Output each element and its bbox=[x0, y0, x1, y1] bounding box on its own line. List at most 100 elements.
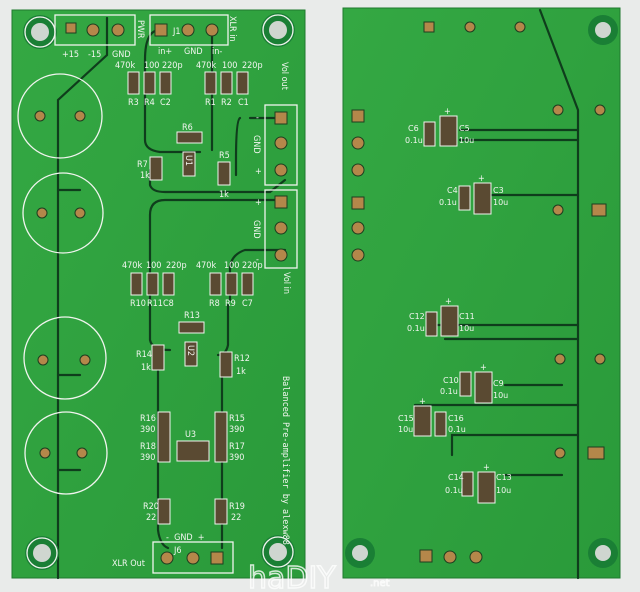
mounting-hole bbox=[261, 535, 295, 569]
ref-label: C8 bbox=[163, 299, 174, 309]
value-label: 390 bbox=[140, 425, 155, 435]
smd-pads bbox=[127, 71, 254, 525]
smd-cap-pads bbox=[413, 115, 496, 504]
electrolytic-cap-footprint bbox=[24, 411, 108, 495]
power-label: PWR bbox=[135, 20, 145, 39]
connector-ref: J6 bbox=[173, 546, 182, 556]
svg-text:haDIY: haDIY bbox=[248, 561, 336, 592]
polarity-mark: + bbox=[444, 107, 451, 117]
value-label: 470k bbox=[122, 261, 142, 271]
value-label: 10u bbox=[493, 198, 508, 207]
value-label: 390 bbox=[229, 425, 244, 435]
ref-label: R14 bbox=[136, 350, 152, 360]
pin-label: GND bbox=[251, 220, 261, 239]
pin-label: - bbox=[256, 113, 259, 123]
vol-out-connector-outline bbox=[264, 104, 298, 186]
mounting-hole bbox=[345, 538, 375, 568]
ref-label: R8 bbox=[209, 299, 220, 309]
ref-label: R9 bbox=[225, 299, 236, 309]
pin-label: - bbox=[256, 255, 259, 265]
polarity-mark: + bbox=[419, 397, 426, 407]
ref-label: R17 bbox=[229, 442, 245, 452]
ref-label: R19 bbox=[229, 502, 245, 512]
value-label: 0.1u bbox=[405, 136, 423, 145]
ref-label: R1 bbox=[205, 98, 216, 108]
ref-label: C11 bbox=[459, 312, 475, 321]
ref-label: C13 bbox=[496, 473, 512, 482]
electrolytic-cap-footprint bbox=[23, 316, 107, 400]
ref-label: R16 bbox=[140, 414, 156, 424]
ref-label: R13 bbox=[184, 311, 200, 321]
pin-label: GND bbox=[112, 50, 131, 60]
pin-label: +15 bbox=[62, 50, 79, 60]
xlr-out-pins-label: - GND + bbox=[166, 533, 205, 543]
value-label: 100 bbox=[222, 61, 237, 71]
power-connector-outline bbox=[54, 14, 136, 46]
value-label: 0.1u bbox=[440, 387, 458, 396]
ref-label: C1 bbox=[238, 98, 249, 108]
ref-label: C6 bbox=[408, 124, 419, 133]
value-label: 100 bbox=[146, 261, 161, 271]
ref-label: R7 bbox=[137, 160, 148, 170]
pin-label: in- bbox=[212, 47, 222, 57]
value-label: 0.1u bbox=[448, 425, 466, 434]
ref-label: C12 bbox=[409, 312, 425, 321]
ic-label: U2 bbox=[185, 345, 195, 356]
xlr-in-connector-outline bbox=[149, 14, 229, 46]
ref-label: R5 bbox=[219, 151, 230, 161]
value-label: 22 bbox=[231, 513, 241, 523]
mounting-hole bbox=[23, 15, 57, 49]
electrolytic-cap-footprint bbox=[17, 73, 103, 159]
ref-label: R11 bbox=[147, 299, 163, 309]
ref-label: R3 bbox=[128, 98, 139, 108]
polarity-mark: + bbox=[480, 363, 487, 373]
ref-label: C10 bbox=[443, 376, 459, 385]
pin-label: + bbox=[255, 167, 262, 177]
ref-label: C2 bbox=[160, 98, 171, 108]
value-label: 100 bbox=[224, 261, 239, 271]
ref-label: R18 bbox=[140, 442, 156, 452]
board-title: Balanced Pre-amplifier by alexw88 bbox=[280, 376, 290, 545]
value-label: 10u bbox=[493, 391, 508, 400]
value-label: 10u bbox=[459, 324, 474, 333]
value-label: 220p bbox=[166, 261, 187, 271]
ic-label: U1 bbox=[183, 155, 193, 166]
value-label: 100 bbox=[144, 61, 159, 71]
ref-label: R6 bbox=[182, 123, 193, 133]
pin-label: GND bbox=[251, 135, 261, 154]
ref-label: R20 bbox=[143, 502, 159, 512]
left-pcb-board: +15 -15 GND PWR J1 XLR in in+ GND in- 47… bbox=[11, 9, 306, 580]
pin-label: -15 bbox=[88, 50, 101, 60]
xlr-out-label: XLR Out bbox=[112, 559, 145, 569]
value-label: 390 bbox=[229, 453, 244, 463]
value-label: 470k bbox=[115, 61, 135, 71]
pin-label: GND bbox=[184, 47, 203, 57]
ref-label: R12 bbox=[234, 354, 250, 364]
mounting-hole bbox=[588, 538, 618, 568]
ref-label: R15 bbox=[229, 414, 245, 424]
pin-label: in+ bbox=[158, 47, 172, 57]
ref-label: C5 bbox=[459, 124, 470, 133]
value-label: 10u bbox=[459, 136, 474, 145]
value-label: 220p bbox=[242, 61, 263, 71]
value-label: 0.1u bbox=[445, 486, 463, 495]
ic-label: U3 bbox=[185, 430, 196, 440]
value-label: 220p bbox=[162, 61, 183, 71]
ref-label: C16 bbox=[448, 414, 464, 423]
vol-in-connector-outline bbox=[264, 189, 298, 269]
svg-text:.net: .net bbox=[370, 578, 390, 589]
watermark-logo: haDIY .net bbox=[247, 560, 390, 592]
connector-ref: J1 bbox=[172, 27, 181, 37]
value-label: 1k bbox=[141, 363, 151, 373]
vol-out-label: Vol out bbox=[279, 62, 289, 90]
value-label: 10u bbox=[496, 486, 511, 495]
mounting-hole bbox=[588, 15, 618, 45]
through-hole-pads bbox=[351, 21, 607, 564]
value-label: 470k bbox=[196, 61, 216, 71]
vol-in-label: Vol in bbox=[281, 272, 291, 294]
value-label: 1k bbox=[219, 190, 229, 200]
right-pcb-board: + + + + + + C6 0.1u C5 10u C4 0.1u C3 10… bbox=[342, 7, 621, 580]
value-label: 22 bbox=[146, 513, 156, 523]
ref-label: C4 bbox=[447, 186, 458, 195]
